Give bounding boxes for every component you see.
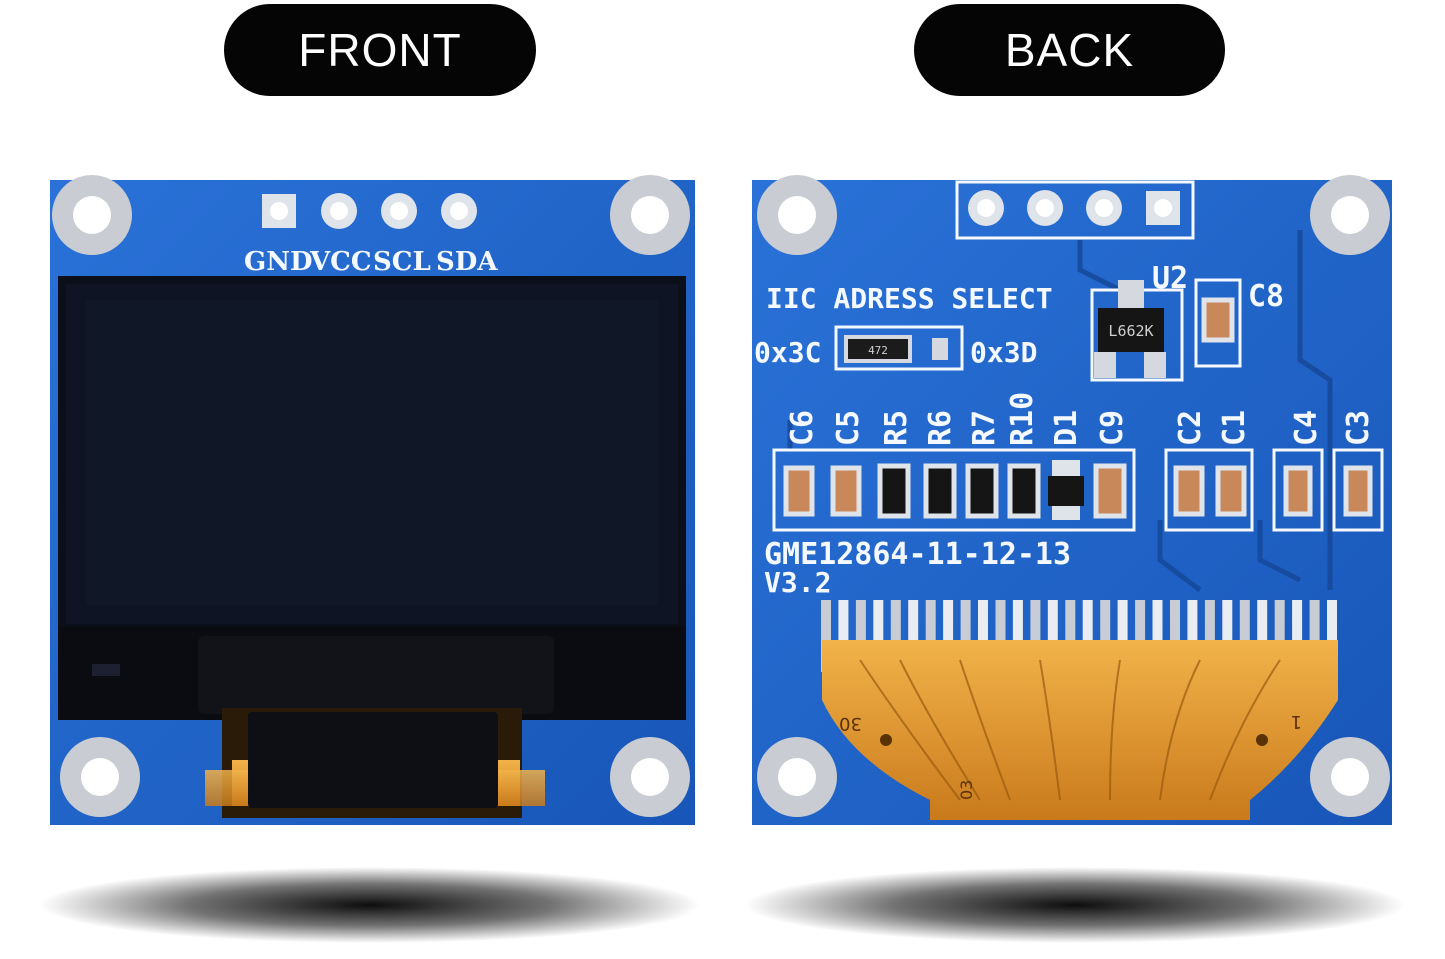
fpc-pin-1: 1 — [1291, 711, 1302, 732]
fpc-pin — [873, 600, 884, 672]
front-shadow — [40, 867, 700, 943]
front-header-pins — [262, 193, 477, 229]
label-c4: C4 — [1289, 410, 1324, 446]
fpc-pin — [1187, 600, 1198, 672]
front-mounting-holes — [52, 175, 690, 817]
label-c6: C6 — [785, 410, 820, 446]
label-c9: C9 — [1095, 410, 1130, 446]
back-shadow — [745, 867, 1405, 943]
pin-label-sda: SDA — [436, 247, 498, 277]
pin-label-scl: SCL — [373, 247, 431, 277]
address-0x3c-label: 0x3C — [754, 336, 821, 369]
front-flex-connector — [248, 712, 498, 808]
fpc-pin — [995, 600, 1006, 672]
fpc-pin — [908, 600, 919, 672]
fpc-pin — [1257, 600, 1268, 672]
c8-capacitor — [1201, 297, 1235, 343]
fpc-pin — [1274, 600, 1285, 672]
fpc-pin — [1222, 600, 1233, 672]
fpc-pin — [821, 600, 831, 672]
version-label: V3.2 — [764, 566, 831, 599]
fpc-solder-pins — [821, 600, 1337, 672]
front-label: FRONT — [224, 4, 536, 96]
model-number: GME12864-11-12-13 — [764, 537, 1071, 572]
u2-label: U2 — [1152, 261, 1188, 296]
fpc-pin — [838, 600, 849, 672]
fpc-pin — [943, 600, 954, 672]
back-header-pins — [968, 190, 1180, 226]
fpc-pin — [1135, 600, 1146, 672]
fpc-pin — [1309, 600, 1320, 672]
label-d1: D1 — [1049, 410, 1084, 446]
iic-address-title: IIC ADRESS SELECT — [766, 282, 1053, 315]
fpc-pin — [855, 600, 866, 672]
fpc-pin — [978, 600, 988, 672]
c8-label: C8 — [1248, 279, 1284, 314]
component-labels: C6 C5 R5 R6 R7 R10 D1 C9 C2 C1 C4 C3 — [785, 392, 1376, 446]
u2-chip-code: L662K — [1108, 322, 1153, 340]
fpc-pin — [1100, 600, 1111, 672]
pin-label-gnd: GND — [244, 247, 313, 277]
label-r10: R10 — [1005, 392, 1040, 446]
smd-components — [783, 460, 1373, 520]
fpc-pin — [1152, 600, 1163, 672]
pin-label-vcc: VCC — [309, 247, 372, 277]
fpc-pin-30: 30 — [839, 713, 862, 734]
fpc-pin — [1012, 600, 1023, 672]
fpc-pin — [890, 600, 901, 672]
address-resistor — [844, 335, 912, 363]
fpc-pin — [1047, 600, 1058, 672]
back-mounting-holes — [757, 175, 1390, 817]
fpc-pin — [1117, 600, 1128, 672]
front-board: GND VCC SCL SDA — [50, 175, 695, 825]
fpc-pin — [1082, 600, 1093, 672]
fpc-pin — [925, 600, 936, 672]
label-c3: C3 — [1341, 410, 1376, 446]
fpc-pin — [1065, 600, 1076, 672]
label-r6: R6 — [923, 410, 958, 446]
label-r7: R7 — [967, 410, 1002, 446]
address-resistor-code: 472 — [868, 344, 888, 357]
address-0x3d-label: 0x3D — [970, 336, 1037, 369]
back-board: IIC ADRESS SELECT 0x3C 472 0x3D L662K U2… — [752, 175, 1392, 825]
back-label: BACK — [914, 4, 1225, 96]
fpc-ribbon — [822, 640, 1338, 820]
fpc-code: 03 — [957, 780, 976, 800]
fpc-pin — [960, 600, 971, 672]
label-r5: R5 — [879, 410, 914, 446]
label-c5: C5 — [831, 410, 866, 446]
label-c2: C2 — [1173, 410, 1208, 446]
fpc-pin — [1327, 600, 1337, 672]
fpc-pin — [1170, 600, 1180, 672]
fpc-pin — [1030, 600, 1041, 672]
fpc-pin — [1292, 600, 1303, 672]
fpc-pin — [1204, 600, 1215, 672]
u2-chip — [1098, 308, 1164, 352]
fpc-pin — [1239, 600, 1250, 672]
label-c1: C1 — [1217, 410, 1252, 446]
